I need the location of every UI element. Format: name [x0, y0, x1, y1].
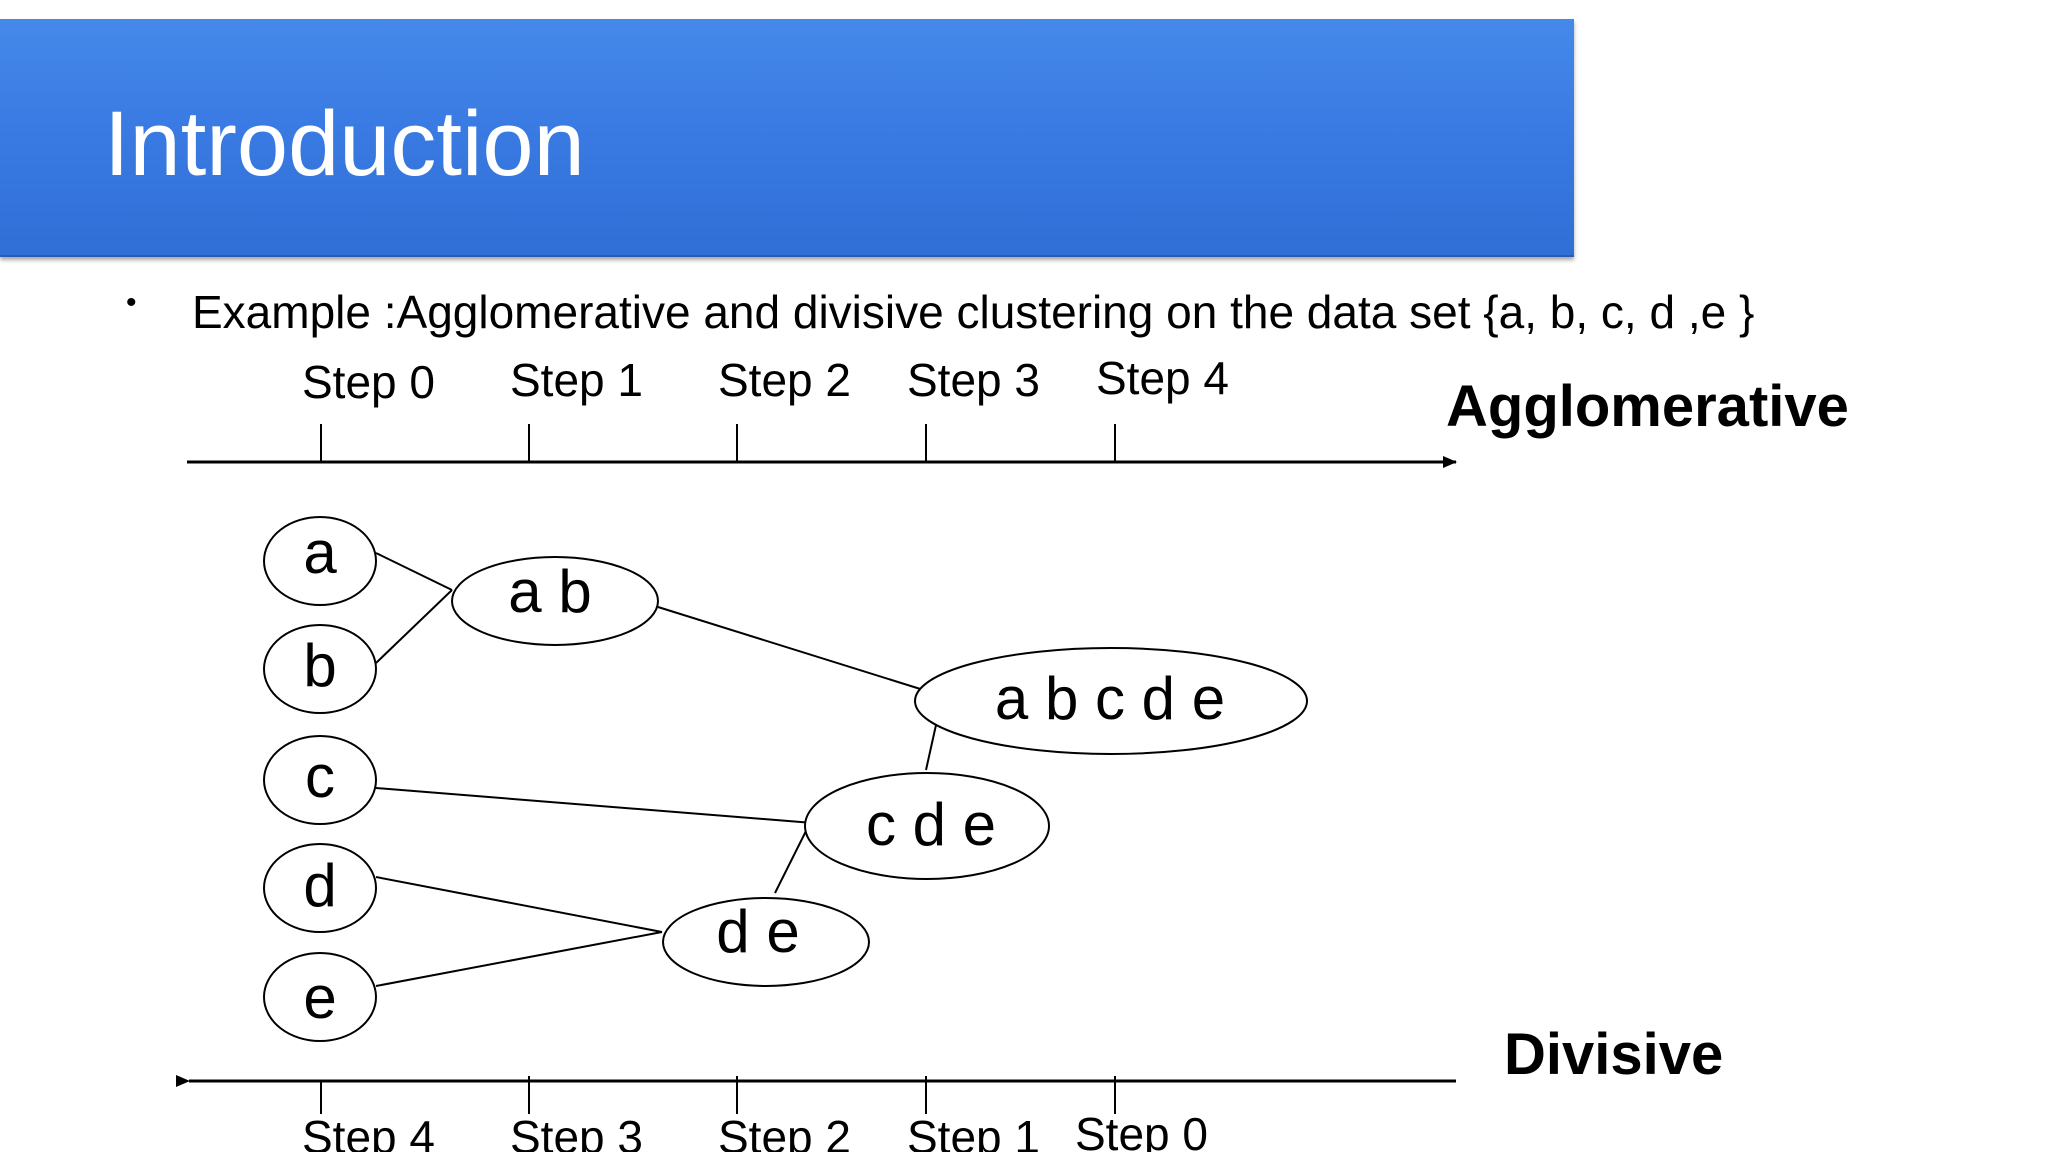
- node-d: d: [263, 843, 377, 933]
- node-ab: a b: [451, 556, 659, 646]
- edge-de-cde: [774, 822, 811, 894]
- node-cde: c d e: [804, 772, 1050, 880]
- node-a: a: [263, 516, 377, 606]
- agglomerative-step-label: Step 3: [907, 354, 1040, 406]
- edge-b-ab: [375, 589, 453, 664]
- bullet-marker: •: [126, 286, 137, 319]
- divisive-step-label: Step 2: [718, 1111, 851, 1152]
- edge-a-ab: [375, 552, 453, 591]
- divisive-step-label: Step 1: [907, 1111, 1040, 1152]
- divisive-label: Divisive: [1504, 1022, 1723, 1087]
- edge-e-de: [375, 931, 663, 987]
- node-label: d e: [716, 898, 799, 965]
- node-label: c d e: [866, 791, 996, 858]
- agglomerative-step-label: Step 2: [718, 354, 851, 406]
- node-label: c: [305, 743, 335, 810]
- agglomerative-step-label: Step 0: [302, 356, 435, 408]
- edge-ab-abcde: [657, 606, 947, 698]
- edge-c-cde: [375, 787, 814, 824]
- divisive-step-label: Step 0: [1075, 1108, 1208, 1152]
- bullet-text: Example :Agglomerative and divisive clus…: [192, 286, 1755, 338]
- agglomerative-step-label: Step 4: [1096, 352, 1229, 404]
- node-label: a b c d e: [995, 665, 1225, 732]
- node-label: a: [303, 519, 337, 586]
- agglomerative-step-label: Step 1: [510, 354, 643, 406]
- node-de: d e: [662, 897, 870, 987]
- node-label: e: [303, 964, 336, 1031]
- divisive-step-label: Step 4: [302, 1111, 435, 1152]
- node-abcde: a b c d e: [914, 647, 1308, 755]
- edge-d-de: [375, 876, 663, 933]
- node-e: e: [263, 952, 377, 1042]
- node-label: a b: [508, 558, 591, 625]
- agglomerative-label: Agglomerative: [1446, 374, 1849, 439]
- divisive-step-label: Step 3: [510, 1111, 643, 1152]
- node-label: d: [303, 852, 336, 919]
- node-b: b: [263, 624, 377, 714]
- slide-title: Introduction: [104, 93, 585, 195]
- node-label: b: [303, 632, 336, 699]
- node-c: c: [263, 735, 377, 825]
- title-banner: [0, 19, 1574, 257]
